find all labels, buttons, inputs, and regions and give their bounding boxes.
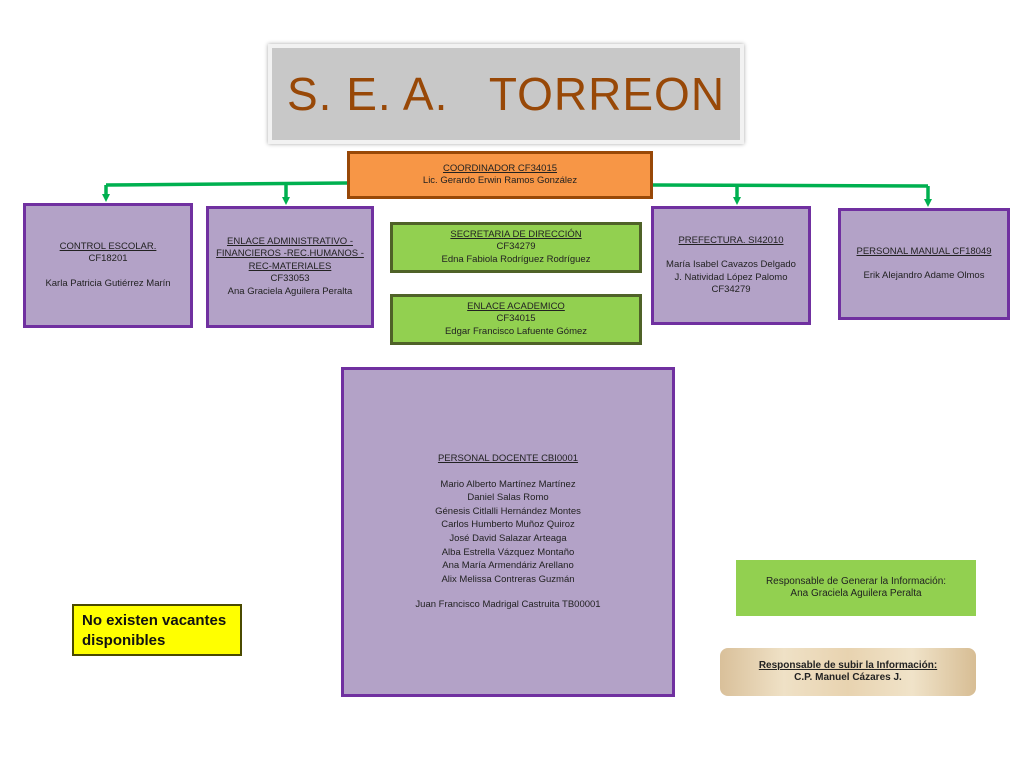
title-banner: S. E. A. TORREON (268, 44, 744, 144)
vacantes-notice: No existen vacantes disponibles (72, 604, 242, 656)
enlace-academico-box: ENLACE ACADEMICO CF34015 Edgar Francisco… (390, 294, 642, 345)
personal-docente-box: PERSONAL DOCENTE CBI0001 Mario Alberto M… (341, 367, 675, 697)
personal-manual-box: PERSONAL MANUAL CF18049 Erik Alejandro A… (838, 208, 1010, 320)
responsable-subir-box: Responsable de subir la Información: C.P… (720, 648, 976, 696)
coordinador-box: COORDINADOR CF34015 Lic. Gerardo Erwin R… (347, 151, 653, 199)
teacher-name: José David Salazar Arteaga (449, 533, 567, 544)
responsable-generar-box: Responsable de Generar la Información: A… (736, 560, 976, 616)
connector-horizontal-right (652, 183, 929, 188)
docente-extra: Juan Francisco Madrigal Castruita TB0000… (415, 599, 601, 611)
prefectura-box: PREFECTURA. SI42010 María Isabel Cavazos… (651, 206, 811, 325)
responsable-subir-label: Responsable de subir la Información: (758, 659, 938, 671)
teacher-name: Alix Melissa Contreras Guzmán (441, 573, 575, 585)
responsable-generar-label: Responsable de Generar la Información: (765, 575, 947, 587)
prefectura-code: CF34279 (711, 284, 751, 295)
enlace-administrativo-role-1: ENLACE ADMINISTRATIVO - (227, 235, 353, 247)
responsable-generar-name: Ana Graciela Aguilera Peralta (790, 588, 922, 599)
enlace-academico-code: CF34015 (496, 313, 536, 325)
prefectura-role: PREFECTURA. SI42010 (678, 234, 784, 246)
teacher-name: Mario Alberto Martínez Martínez (440, 478, 576, 490)
prefectura-name-1: María Isabel Cavazos Delgado (666, 259, 796, 270)
control-escolar-role: CONTROL ESCOLAR. (59, 240, 157, 252)
enlace-administrativo-name: Ana Graciela Aguilera Peralta (227, 285, 353, 297)
page-title: S. E. A. TORREON (286, 68, 726, 120)
responsable-subir-name: C.P. Manuel Cázares J. (794, 672, 902, 683)
teacher-name: Génesis Citlalli Hernández Montes (435, 505, 581, 517)
coordinador-role: COORDINADOR CF34015 (442, 162, 558, 174)
enlace-administrativo-code: CF33053 (270, 273, 310, 285)
teacher-name: Alba Estrella Vázquez Montaño (441, 546, 575, 558)
personal-manual-role: PERSONAL MANUAL CF18049 (856, 245, 992, 257)
coordinador-name: Lic. Gerardo Erwin Ramos González (422, 175, 578, 186)
personal-manual-name: Erik Alejandro Adame Olmos (863, 270, 985, 281)
control-escolar-box: CONTROL ESCOLAR. CF18201 Karla Patricia … (23, 203, 193, 328)
teacher-name: Daniel Salas Romo (467, 492, 549, 504)
secretaria-code: CF34279 (496, 241, 536, 253)
teacher-name: Ana María Armendáriz Arellano (442, 560, 574, 572)
secretaria-role: SECRETARIA DE DIRECCIÓN (450, 228, 582, 240)
enlace-administrativo-role-2: FINANCIEROS -REC.HUMANOS - (216, 248, 364, 260)
teacher-name: Carlos Humberto Muñoz Quiroz (441, 519, 575, 531)
secretaria-box: SECRETARIA DE DIRECCIÓN CF34279 Edna Fab… (390, 222, 642, 273)
personal-docente-heading: PERSONAL DOCENTE CBI0001 (437, 453, 579, 465)
connector-horizontal-left (105, 181, 348, 187)
control-escolar-name: Karla Patricia Gutiérrez Marín (45, 277, 171, 289)
secretaria-name: Edna Fabiola Rodríguez Rodríguez (441, 253, 591, 265)
enlace-administrativo-box: ENLACE ADMINISTRATIVO - FINANCIEROS -REC… (206, 206, 374, 328)
prefectura-name-2: J. Natividad López Palomo (674, 271, 788, 283)
enlace-academico-name: Edgar Francisco Lafuente Gómez (444, 325, 588, 337)
enlace-administrativo-role-3: REC-MATERIALES (248, 260, 332, 272)
control-escolar-code: CF18201 (88, 253, 128, 265)
enlace-academico-role: ENLACE ACADEMICO (467, 300, 565, 312)
